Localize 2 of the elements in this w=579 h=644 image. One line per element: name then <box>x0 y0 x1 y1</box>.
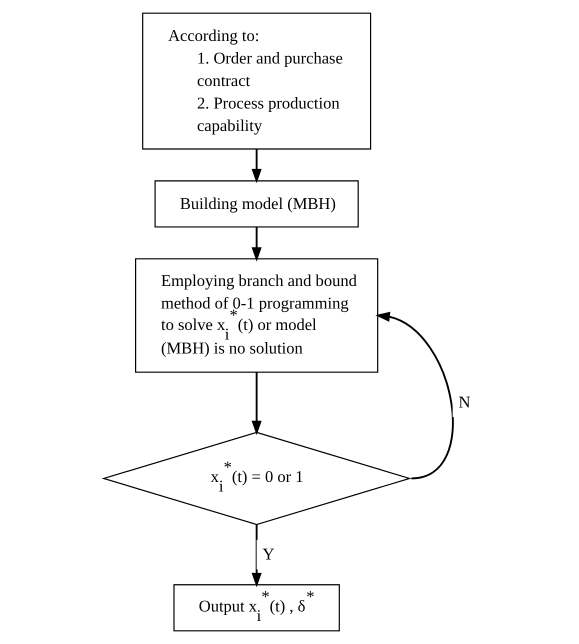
edge-label: Y <box>262 544 274 564</box>
edge-label: N <box>458 392 470 412</box>
